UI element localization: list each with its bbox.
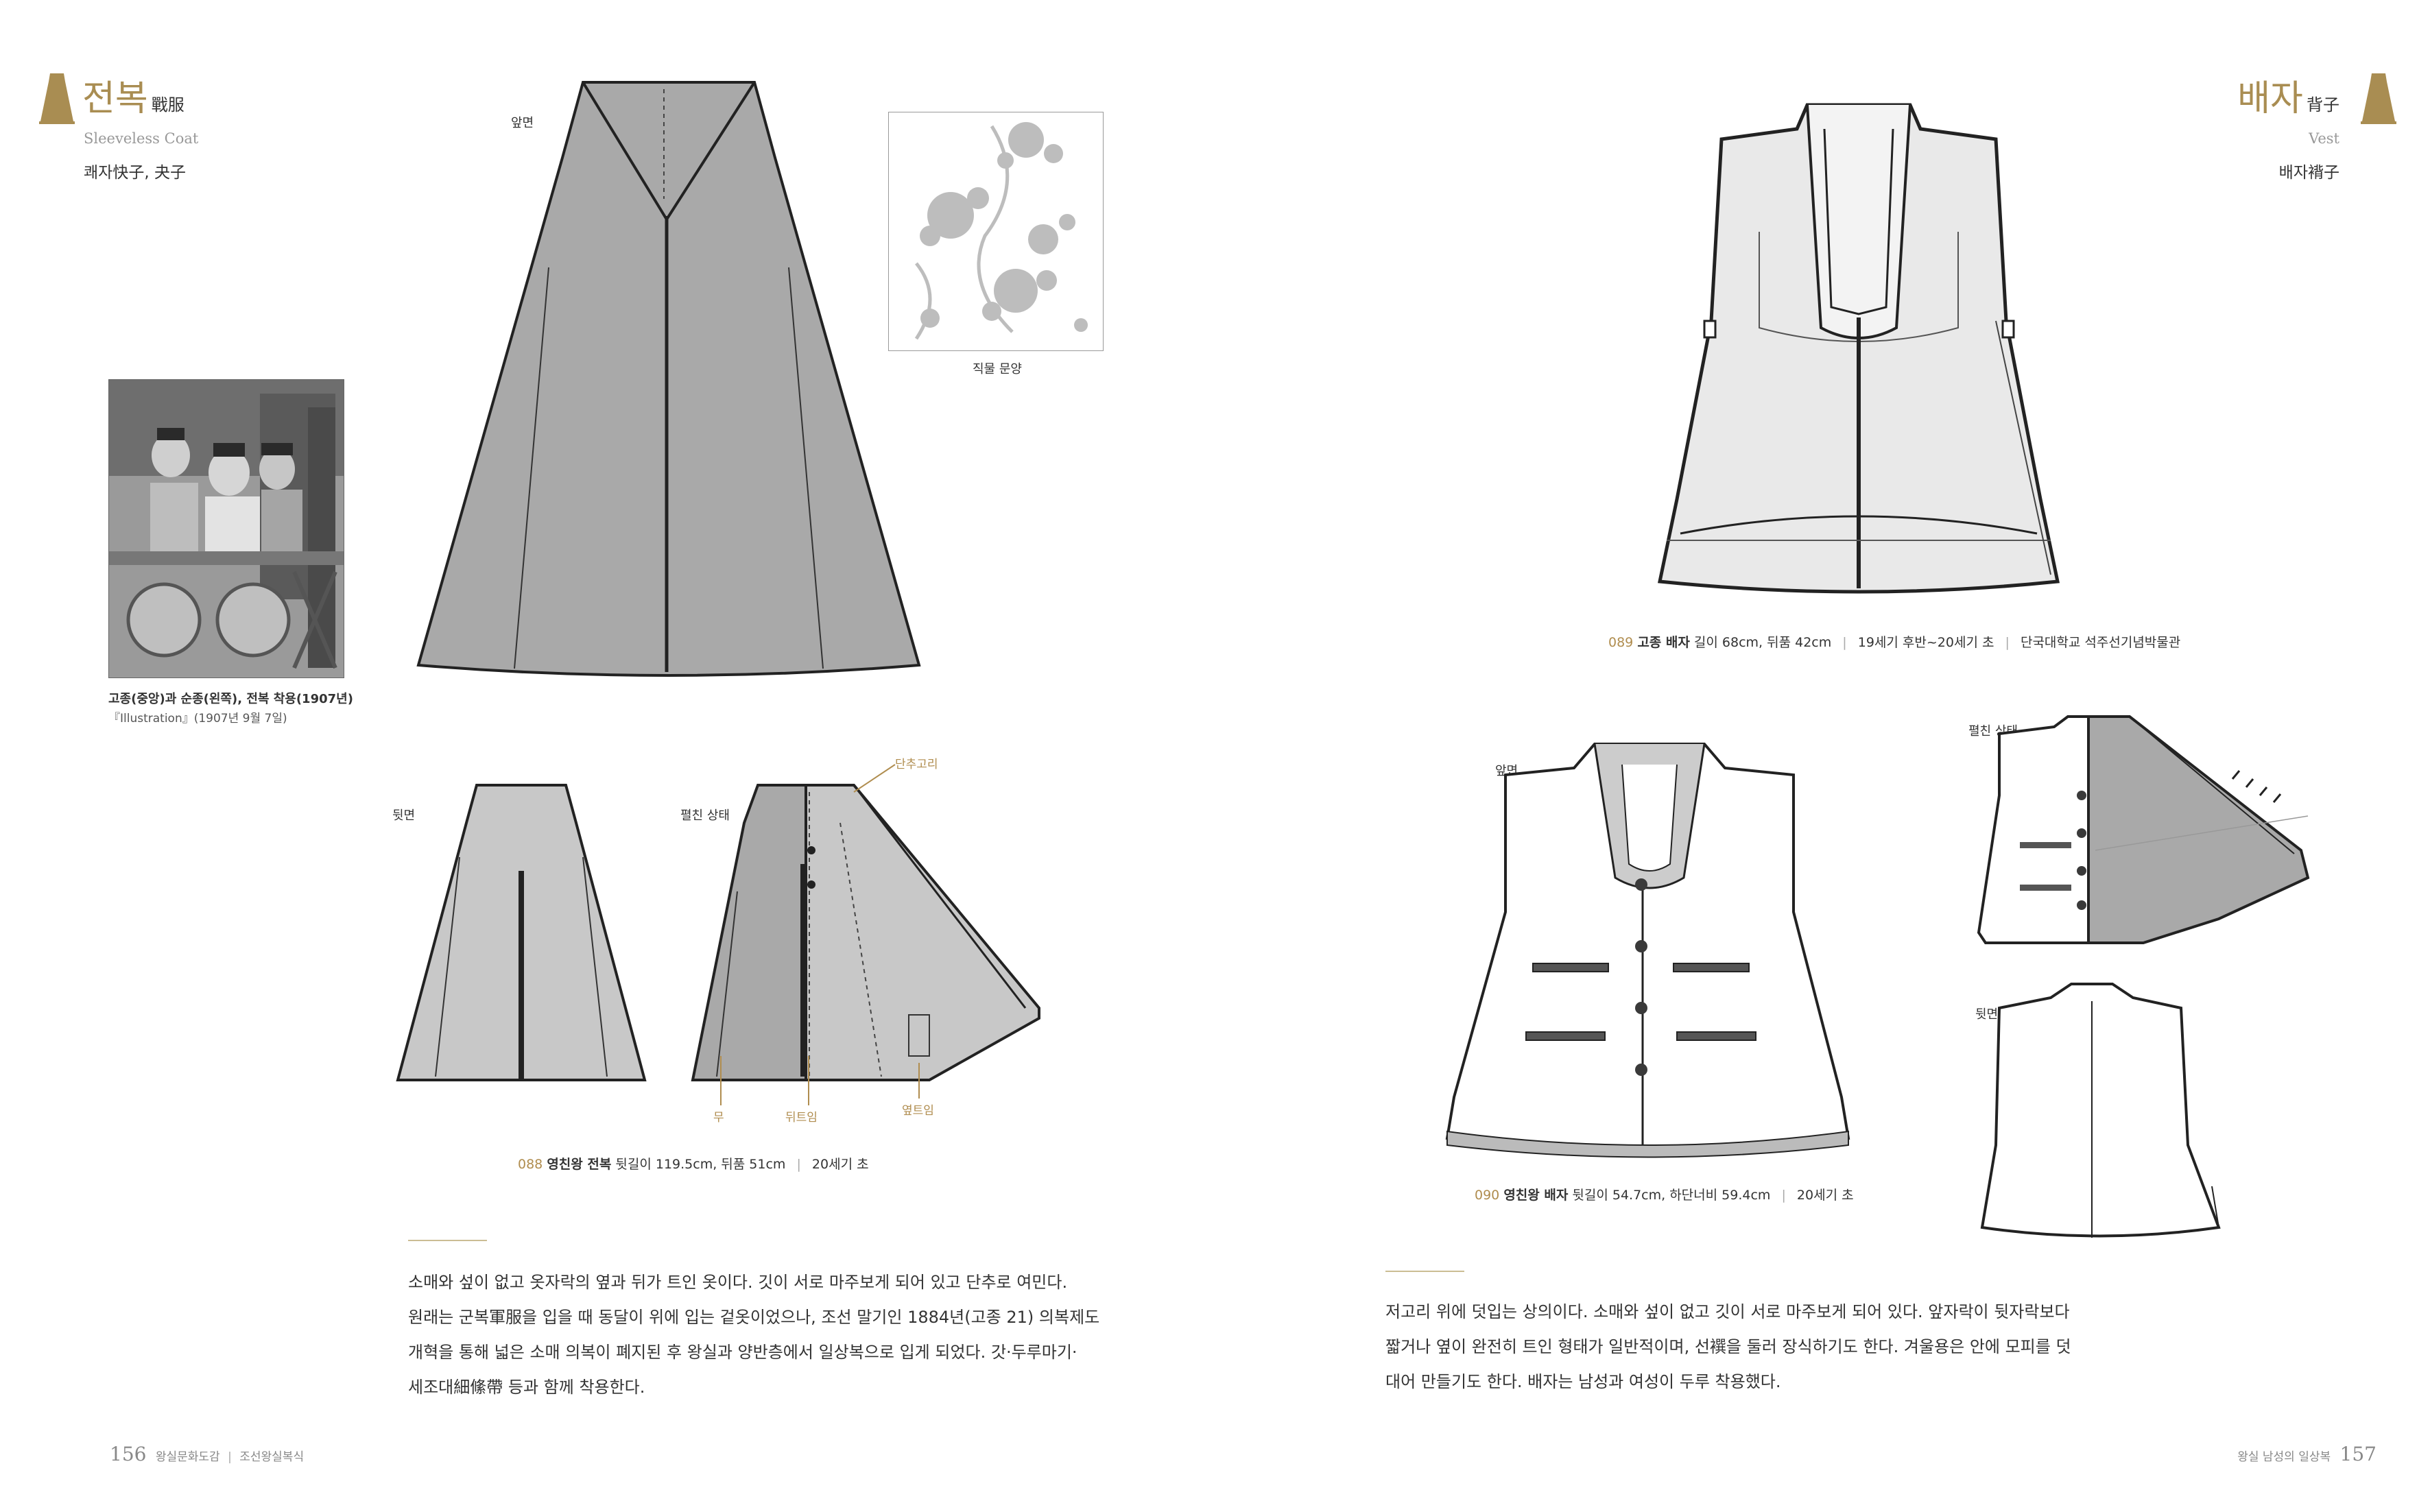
right-page-title-hanja: 背子 xyxy=(2307,95,2339,115)
body-line: 소매와 섶이 없고 옷자락의 옆과 뒤가 트인 옷이다. 깃이 서로 마주보게 … xyxy=(408,1273,1068,1292)
body-line: 개혁을 통해 넓은 소매 의복이 폐지된 후 왕실과 양반층에서 일상복으로 입… xyxy=(408,1343,1077,1362)
left-page-alt-names: 쾌자快子, 夬子 xyxy=(84,164,186,182)
callout-back-slit-leader xyxy=(808,1056,809,1105)
caption-period: 20세기 초 xyxy=(1796,1188,1854,1203)
left-back-label: 뒷면 xyxy=(392,808,416,823)
caption-garment-name: 고종 배자 xyxy=(1637,635,1690,650)
left-page-number: 156 xyxy=(110,1443,147,1465)
yeongchin-baeja-caption: 090 영친왕 배자 뒷길이 54.7cm, 하단너비 59.4cm | 20세… xyxy=(1475,1188,1854,1203)
caption-collection: 단국대학교 석주선기념박물관 xyxy=(2020,635,2181,650)
right-page-header: 배자 背子 xyxy=(2237,81,2339,117)
photo-caption-source: 『Illustration』(1907년 9월 7일) xyxy=(108,712,287,725)
fabric-pattern-label: 직물 문양 xyxy=(973,362,1022,376)
jeonbok-spread-drawing xyxy=(691,784,1040,1081)
yeongchin-baeja-back-drawing xyxy=(1980,983,2221,1238)
yeongchin-baeja-spread-drawing xyxy=(1977,715,2310,944)
callout-mu: 무 xyxy=(713,1111,724,1125)
footer-section: 조선왕실복식 xyxy=(239,1450,305,1464)
right-body-rule xyxy=(1385,1271,1464,1272)
left-page-title-english: Sleeveless Coat xyxy=(84,130,199,147)
body-line: 짧거나 옆이 완전히 트인 형태가 일반적이며, 선襈을 둘러 장식하기도 한다… xyxy=(1385,1337,2071,1356)
callout-back-slit: 뒤트임 xyxy=(785,1111,818,1125)
caption-period: 20세기 초 xyxy=(811,1157,869,1172)
body-line: 세조대細絛帶 등과 함께 착용한다. xyxy=(408,1378,645,1397)
body-line: 저고리 위에 덧입는 상의이다. 소매와 섶이 없고 깃이 서로 마주보게 되어… xyxy=(1385,1302,2070,1321)
right-footer: 왕실 남성의 일상복 157 xyxy=(2237,1443,2377,1465)
left-page-header: 전복 戰服 xyxy=(82,81,184,117)
caption-dimensions: 뒷길이 54.7cm, 하단너비 59.4cm xyxy=(1572,1188,1771,1203)
right-body-text: 저고리 위에 덧입는 상의이다. 소매와 섶이 없고 깃이 서로 마주보게 되어… xyxy=(1385,1295,2071,1400)
right-page-number: 157 xyxy=(2339,1443,2377,1465)
left-footer: 156 왕실문화도감 | 조선왕실복식 xyxy=(110,1443,305,1465)
caption-number: 088 xyxy=(518,1157,543,1172)
right-page-title: 배자 xyxy=(2237,78,2303,119)
body-line: 대어 만들기도 한다. 배자는 남성과 여성이 두루 착용했다. xyxy=(1385,1372,1781,1391)
callout-button-loop-leader xyxy=(853,764,896,793)
garment-silhouette-icon xyxy=(39,73,75,124)
jeonbok-front-drawing xyxy=(416,81,921,677)
footer-book-title: 왕실문화도감 xyxy=(155,1450,220,1464)
footer-section: 왕실 남성의 일상복 xyxy=(2237,1450,2331,1464)
caption-period: 19세기 후반~20세기 초 xyxy=(1857,635,1994,650)
callout-side-slit: 옆트임 xyxy=(902,1104,934,1118)
left-body-text: 소매와 섶이 없고 옷자락의 옆과 뒤가 트인 옷이다. 깃이 서로 마주보게 … xyxy=(408,1265,1099,1405)
jeonbok-caption: 088 영친왕 전복 뒷길이 119.5cm, 뒤품 51cm | 20세기 초 xyxy=(518,1157,869,1172)
caption-number: 089 xyxy=(1608,635,1634,650)
gojong-baeja-caption: 089 고종 배자 길이 68cm, 뒤품 42cm | 19세기 후반~20세… xyxy=(1608,635,2181,650)
right-page-alt-names: 배자褙子 xyxy=(2278,164,2339,182)
caption-dimensions: 뒷길이 119.5cm, 뒤품 51cm xyxy=(615,1157,786,1172)
left-spread-label: 펼친 상태 xyxy=(680,808,730,823)
jeonbok-back-drawing xyxy=(396,784,647,1081)
caption-garment-name: 영친왕 배자 xyxy=(1503,1188,1569,1203)
right-back-label: 뒷면 xyxy=(1975,1007,1999,1022)
right-page-title-english: Vest xyxy=(2309,130,2339,147)
gojong-baeja-drawing xyxy=(1657,103,2060,594)
left-front-label: 앞면 xyxy=(511,116,534,130)
historical-photograph xyxy=(108,379,344,678)
callout-side-slit-leader xyxy=(918,1063,920,1099)
left-page-title-hanja: 戰服 xyxy=(151,95,184,115)
caption-number: 090 xyxy=(1475,1188,1500,1203)
yeongchin-baeja-front-drawing xyxy=(1445,743,1850,1158)
fabric-pattern-swatch xyxy=(888,112,1104,351)
photo-caption-title: 고종(중앙)과 순종(왼쪽), 전복 착용(1907년) xyxy=(108,692,353,706)
caption-dimensions: 길이 68cm, 뒤품 42cm xyxy=(1693,635,1832,650)
callout-button-loop: 단추고리 xyxy=(895,758,938,771)
left-body-rule xyxy=(408,1240,487,1241)
callout-mu-leader xyxy=(720,1056,722,1105)
caption-garment-name: 영친왕 전복 xyxy=(547,1157,612,1172)
body-line: 원래는 군복軍服을 입을 때 동달이 위에 입는 겉옷이었으나, 조선 말기인 … xyxy=(408,1308,1100,1327)
garment-silhouette-icon xyxy=(2361,73,2396,124)
left-page-title: 전복 xyxy=(82,78,148,119)
